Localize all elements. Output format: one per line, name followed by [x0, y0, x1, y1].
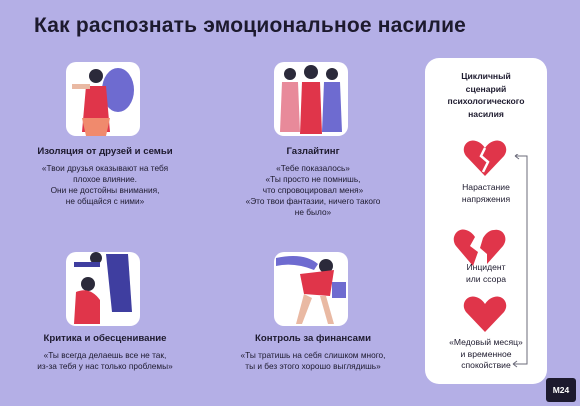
card-heading: Контроль за финансами [255, 333, 371, 344]
card-criticism: Критика и обесценивание «Ты всегда делае… [5, 333, 205, 372]
card-gaslighting: Газлайтинг «Тебе показалось» «Ты просто … [213, 146, 413, 218]
heart-icon [463, 296, 507, 332]
split-heart-icon [453, 229, 506, 266]
illustration-finances [274, 252, 348, 326]
card-isolation: Изоляция от друзей и семьи «Твои друзья … [5, 146, 205, 207]
isolation-figures-icon [72, 68, 134, 136]
cycle-stage-3: «Медовый месяц» и временное спокойствие [449, 337, 523, 370]
criticism-figures-icon [74, 252, 132, 324]
card-quote: «Твои друзья оказывают на тебя плохое вл… [41, 163, 169, 206]
cycle-stage-1: Нарастание напряжения [461, 182, 511, 204]
card-quote: «Ты тратишь на себя слишком много, ты и … [240, 350, 386, 371]
gaslighting-figures-icon [280, 65, 342, 134]
cycle-panel: Цикличный сценарий психологического наси… [425, 58, 547, 384]
page-title: Как распознать эмоциональное насилие [33, 14, 467, 37]
cycle-stage-2: Инцидент или ссора [465, 262, 507, 284]
finances-figures-icon [276, 256, 346, 324]
card-heading: Газлайтинг [286, 146, 340, 157]
card-heading: Критика и обесценивание [43, 333, 167, 344]
illustration-gaslighting [274, 62, 348, 136]
card-heading: Изоляция от друзей и семьи [37, 146, 173, 157]
illustration-isolation [66, 62, 140, 136]
card-finances: Контроль за финансами «Ты тратишь на себ… [213, 333, 413, 372]
cycle-arrow-icon [512, 154, 528, 368]
illustration-criticism [66, 252, 140, 326]
card-quote: «Тебе показалось» «Ты просто не помнишь,… [245, 163, 381, 217]
broken-heart-icon [463, 140, 507, 176]
card-quote: «Ты всегда делаешь все не так, из-за теб… [37, 350, 173, 371]
cycle-title: Цикличный сценарий психологического наси… [447, 71, 525, 119]
m24-logo: М24 [546, 378, 576, 402]
